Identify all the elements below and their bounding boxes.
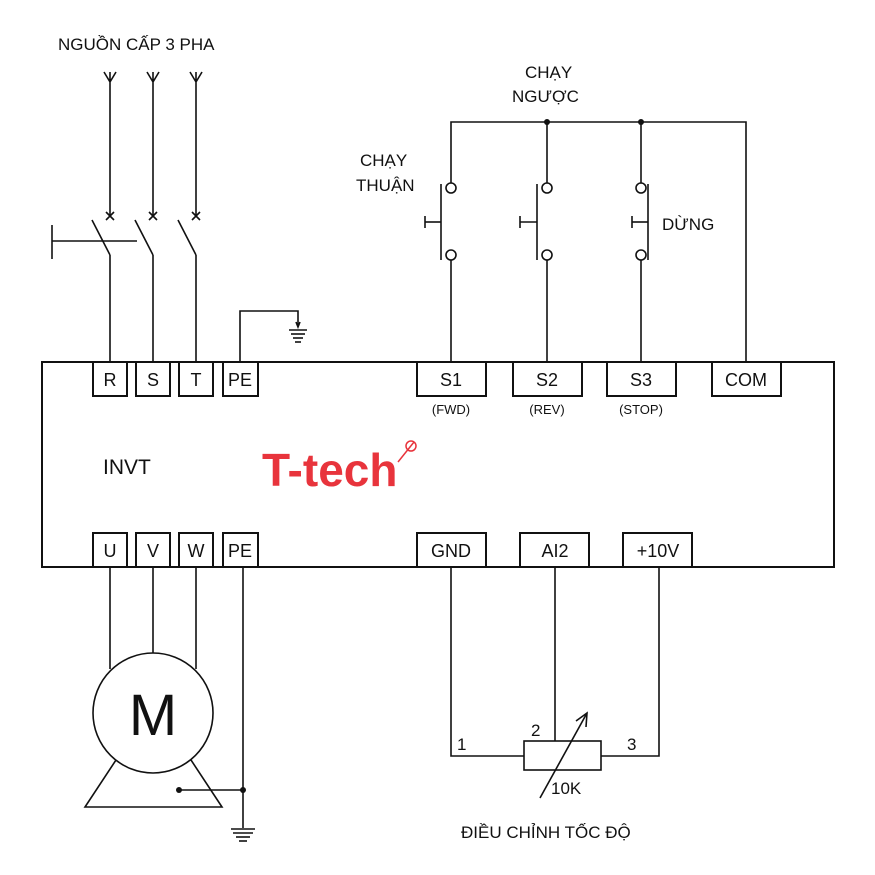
speed-control-caption: ĐIỀU CHỈNH TỐC ĐỘ bbox=[461, 822, 631, 842]
potentiometer: 1 2 3 10K bbox=[450, 567, 660, 799]
supply-line-L1 bbox=[103, 71, 117, 221]
control-rail bbox=[450, 119, 747, 362]
terminal-S3: S3 (STOP) bbox=[606, 361, 677, 417]
terminal-COM: COM bbox=[711, 361, 782, 397]
pe-ground-top bbox=[239, 310, 307, 362]
pin-2-label: 2 bbox=[531, 721, 540, 740]
stop-label: DỪNG bbox=[662, 215, 714, 234]
supply-lines bbox=[103, 71, 203, 221]
svg-text:(REV): (REV) bbox=[529, 402, 564, 417]
terminal-V: V bbox=[135, 532, 171, 568]
svg-text:PE: PE bbox=[228, 370, 252, 390]
forward-pushbutton bbox=[424, 182, 457, 261]
svg-text:W: W bbox=[188, 541, 205, 561]
svg-text:AI2: AI2 bbox=[541, 541, 568, 561]
terminal-S1: S1 (FWD) bbox=[416, 361, 487, 417]
forward-label-line2: THUẬN bbox=[356, 176, 415, 195]
svg-text:U: U bbox=[104, 541, 117, 561]
svg-text:R: R bbox=[104, 370, 117, 390]
adjust-arrow bbox=[539, 712, 588, 799]
t-tech-logo: T-tech bbox=[262, 440, 417, 496]
analog-terminals: GND AI2 +10V bbox=[416, 532, 693, 568]
reverse-label-line2: NGƯỢC bbox=[512, 87, 579, 106]
control-terminals: S1 (FWD) S2 (REV) S3 (STOP) COM bbox=[416, 361, 782, 417]
logo-text: T-tech bbox=[262, 444, 397, 496]
svg-text:S3: S3 bbox=[630, 370, 652, 390]
stop-pushbutton bbox=[631, 182, 649, 261]
svg-text:PE: PE bbox=[228, 541, 252, 561]
pot-value: 10K bbox=[551, 779, 582, 798]
terminal-W: W bbox=[178, 532, 214, 568]
terminal-AI2: AI2 bbox=[519, 532, 590, 568]
terminal-T: T bbox=[178, 361, 214, 397]
terminal-U: U bbox=[92, 532, 128, 568]
motor-label: M bbox=[129, 683, 177, 748]
terminal-R: R bbox=[92, 361, 128, 397]
svg-text:GND: GND bbox=[431, 541, 471, 561]
logo-pen-icon bbox=[397, 440, 417, 463]
circuit-breaker bbox=[51, 219, 197, 362]
reverse-pushbutton bbox=[519, 182, 553, 261]
svg-text:COM: COM bbox=[725, 370, 767, 390]
inverter-brand: INVT bbox=[103, 456, 151, 479]
ground-icon bbox=[231, 828, 255, 842]
motor: M bbox=[83, 652, 246, 808]
ground-icon bbox=[289, 329, 307, 343]
svg-text:+10V: +10V bbox=[637, 541, 680, 561]
forward-label-line1: CHẠY bbox=[360, 151, 407, 170]
svg-text:S2: S2 bbox=[536, 370, 558, 390]
terminal-S2: S2 (REV) bbox=[512, 361, 583, 417]
terminal-10V: +10V bbox=[622, 532, 693, 568]
supply-line-L2 bbox=[146, 71, 160, 221]
terminal-GND: GND bbox=[416, 532, 487, 568]
terminal-PE-bottom: PE bbox=[222, 532, 259, 568]
reverse-label-line1: CHẠY bbox=[525, 63, 572, 82]
motor-wires bbox=[109, 567, 244, 828]
pin-1-label: 1 bbox=[457, 735, 466, 754]
power-terminals: R S T PE bbox=[92, 361, 259, 397]
svg-text:S1: S1 bbox=[440, 370, 462, 390]
terminal-S: S bbox=[135, 361, 171, 397]
svg-text:S: S bbox=[147, 370, 159, 390]
pin-3-label: 3 bbox=[627, 735, 636, 754]
power-supply-title: NGUỒN CẤP 3 PHA bbox=[58, 35, 215, 54]
svg-text:T: T bbox=[191, 370, 202, 390]
motor-terminals: U V W PE bbox=[92, 532, 259, 568]
svg-text:V: V bbox=[147, 541, 159, 561]
svg-text:(STOP): (STOP) bbox=[619, 402, 663, 417]
svg-text:(FWD): (FWD) bbox=[432, 402, 470, 417]
supply-line-L3 bbox=[189, 71, 203, 221]
terminal-PE-top: PE bbox=[222, 361, 259, 397]
